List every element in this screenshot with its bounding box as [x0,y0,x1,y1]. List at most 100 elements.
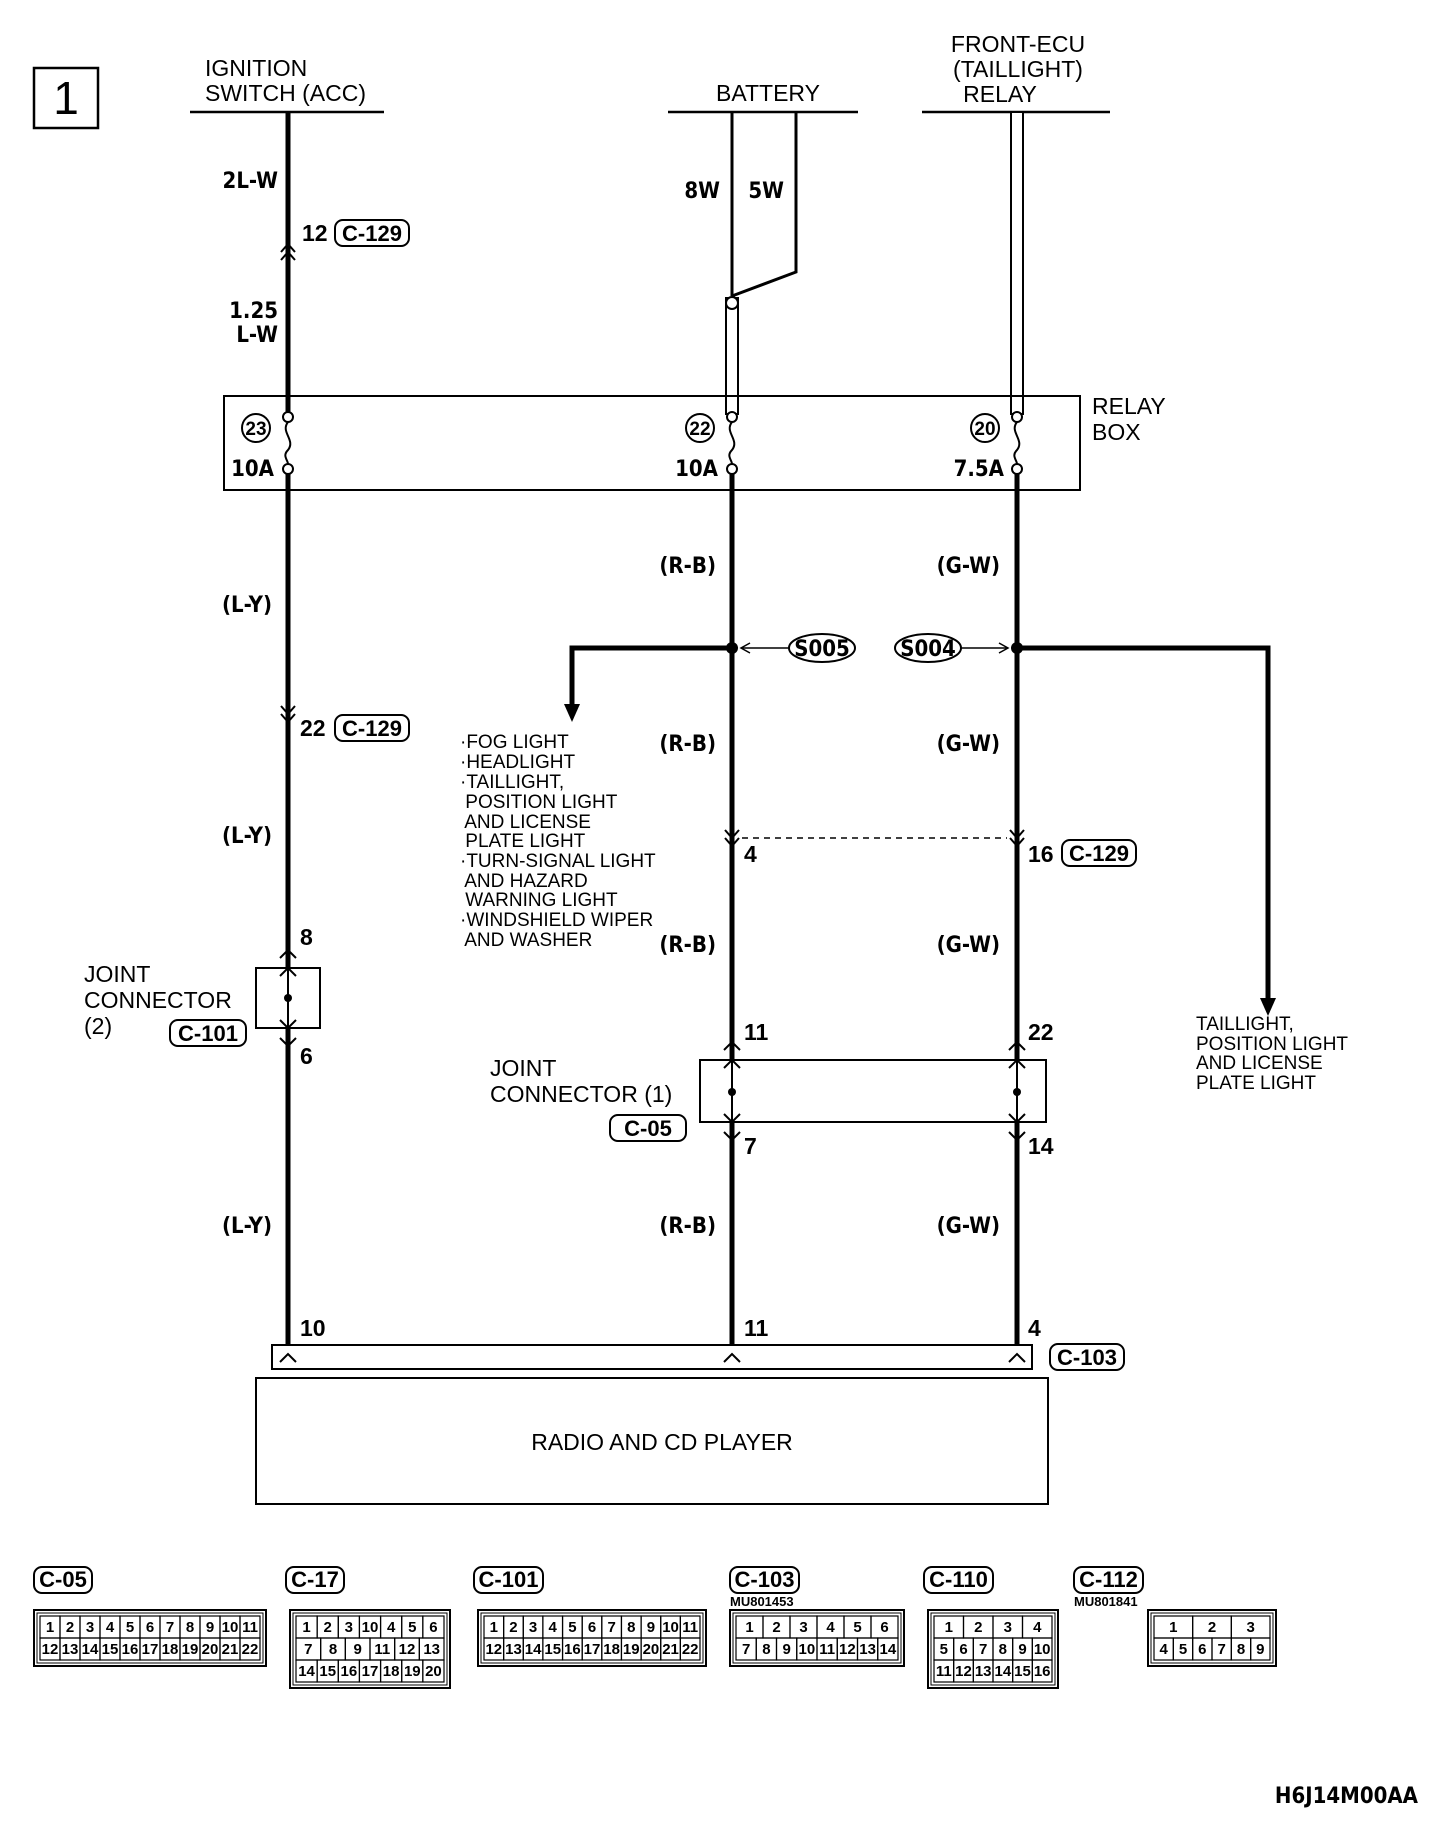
wire-color-g-w-1: (G-W) [937,554,1000,579]
connector-pin: 6 [588,1619,596,1636]
wire-color-r-b-2: (R-B) [659,732,716,757]
fuse-22-rating: 10A [675,457,719,482]
connector-pin: 1 [945,1619,953,1636]
c103-connector [271,1344,1033,1370]
branch-left-item: ·TAILLIGHT, [460,772,564,793]
connector-pin: 17 [584,1641,601,1658]
branch-left-item: ·HEADLIGHT [460,752,575,773]
connector-c129-c: C-129 [1069,841,1129,866]
connector-pin: 7 [979,1641,987,1658]
connector-pin: 3 [1004,1619,1012,1636]
connector-pin: 14 [994,1663,1011,1680]
wire-color-l-y-1: (L-Y) [222,593,272,618]
connector-pin: 20 [643,1641,660,1658]
connector-pin: 10 [662,1619,679,1636]
wire-color-r-b-3: (R-B) [659,933,716,958]
connector-pin: 14 [82,1641,99,1658]
connector-pin: 13 [975,1663,992,1680]
c129-pin-22: 22 [300,715,326,741]
front-ecu-label-1: FRONT-ECU [951,31,1085,57]
connector-pin: 22 [242,1641,259,1658]
connector-pin: 11 [242,1619,258,1636]
connector-pin: 3 [86,1619,94,1636]
connector-pin: 13 [423,1641,440,1658]
front-ecu-wire [1010,111,1024,1353]
front-ecu-label-3: RELAY [963,81,1037,107]
connector-pin: 11 [682,1619,698,1636]
splice-s004: S004 [900,637,956,662]
connector-pin: 14 [525,1641,542,1658]
connector-pin: 19 [623,1641,640,1658]
connector-pin: 10 [222,1619,239,1636]
connector-pin: 16 [122,1641,139,1658]
jc2-pin-6: 6 [300,1043,313,1069]
connector-pin: 6 [880,1619,888,1636]
c129-pin-12: 12 [302,220,328,246]
connector-pin: 5 [126,1619,134,1636]
relay-box-label-1: RELAY [1092,393,1166,419]
joint-connector-1 [699,1040,1047,1142]
branch-right-item: AND LICENSE [1196,1053,1323,1074]
fuse-20-rating: 7.5A [954,457,1005,482]
connector-pin: 1 [745,1619,753,1636]
branch-left-item: ·FOG LIGHT [460,732,569,753]
connector-pin: 3 [529,1619,537,1636]
connector-pin: 22 [682,1641,699,1658]
wire-color-l-w: L-W [236,323,278,348]
connector-pin: 9 [206,1619,214,1636]
connector-pin: 5 [568,1619,576,1636]
fuse-23-rating: 10A [231,457,275,482]
connector-pin: 1 [1169,1619,1177,1636]
connector-pin: 7 [607,1619,615,1636]
c129-pin-4: 4 [744,841,757,867]
wire-color-g-w-3: (G-W) [937,933,1000,958]
fuse-23-number: 23 [245,419,266,440]
c129-pin-4-16-marker [724,829,1025,848]
connector-pin: 2 [324,1619,332,1636]
connector-pin: 8 [627,1619,635,1636]
wire-color-r-b-1: (R-B) [659,554,716,579]
connector-pin: 4 [1159,1641,1168,1658]
connector-pin: 4 [387,1619,396,1636]
connector-pin: 15 [1014,1663,1031,1680]
connector-pin: 17 [142,1641,159,1658]
connector-view-label: C-112 [1079,1567,1138,1592]
connector-pin: 2 [772,1619,780,1636]
connector-pin: 2 [974,1619,982,1636]
battery-source: BATTERY [668,80,858,114]
connector-pin: 8 [329,1641,337,1658]
connector-pin: 3 [1246,1619,1254,1636]
connector-pin: 8 [1237,1641,1245,1658]
c103-pin-11: 11 [744,1315,769,1341]
connector-c129-a: C-129 [342,221,402,246]
connector-pin: 12 [839,1641,856,1658]
c103-pin-4: 4 [1028,1315,1041,1341]
connector-pin: 16 [564,1641,581,1658]
splice-branch-lines [564,633,1276,1016]
connector-pin: 20 [425,1663,442,1680]
connector-pin: 18 [162,1641,179,1658]
relay-box-label-2: BOX [1092,419,1141,445]
front-ecu-relay-source: FRONT-ECU (TAILLIGHT) RELAY [922,31,1110,114]
ignition-label-2: SWITCH (ACC) [205,80,366,106]
connector-pin: 12 [485,1641,502,1658]
connector-pin: 16 [341,1663,358,1680]
figure-code: H6J14M00AA [1275,1784,1419,1809]
jc1-pin-22: 22 [1028,1019,1054,1045]
wire-color-r-b-4: (R-B) [659,1214,716,1239]
ignition-label-1: IGNITION [205,55,307,81]
connector-pin: 9 [1256,1641,1264,1658]
wire-color-l-y-2: (L-Y) [222,824,272,849]
connector-pin: 9 [1018,1641,1026,1658]
connector-view-label: C-103 [735,1567,795,1592]
connector-pin: 10 [362,1619,379,1636]
jc1-pin-11: 11 [744,1019,769,1045]
branch-left-item: POSITION LIGHT [460,792,618,813]
connector-c05: C-05 [624,1116,672,1141]
